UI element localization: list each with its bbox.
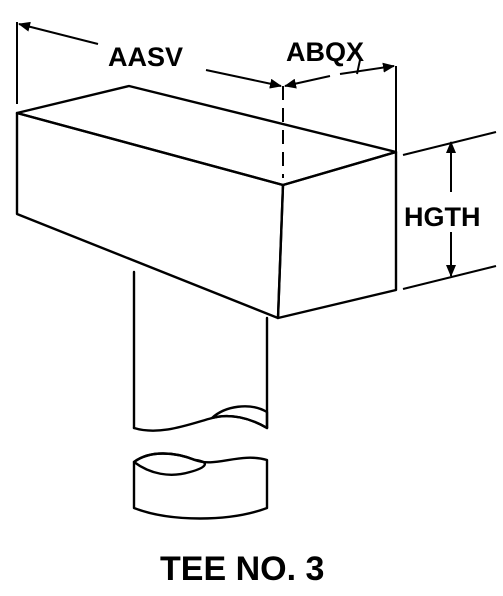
shank-break-upper-hatch <box>210 405 269 430</box>
tee-shank-upper <box>132 270 269 432</box>
dimension-label-hgth: HGTH <box>404 202 481 232</box>
abqx-leader-tick <box>356 59 361 75</box>
drawing-caption: TEE NO. 3 <box>160 550 324 588</box>
dimension-lines <box>18 21 456 277</box>
aasv-arrow-left <box>18 21 99 45</box>
abqx-arrow-left <box>284 75 331 89</box>
dimension-label-aasv: AASV <box>108 42 183 72</box>
tee-head-block <box>15 84 398 320</box>
block-side-face <box>276 150 398 320</box>
shank-lower-body <box>132 452 269 520</box>
extension-lines <box>16 22 497 290</box>
shank-break-lower-hatch <box>132 452 207 476</box>
tee-shank-lower <box>132 452 269 520</box>
block-top-face <box>15 84 398 187</box>
dimension-label-abqx: ABQX <box>286 37 364 67</box>
extension-line-bottom <box>402 265 497 290</box>
extension-line-top <box>402 131 497 156</box>
abqx-arrow-right <box>339 62 395 75</box>
aasv-arrow-right <box>205 69 282 89</box>
block-front-face <box>15 111 285 320</box>
